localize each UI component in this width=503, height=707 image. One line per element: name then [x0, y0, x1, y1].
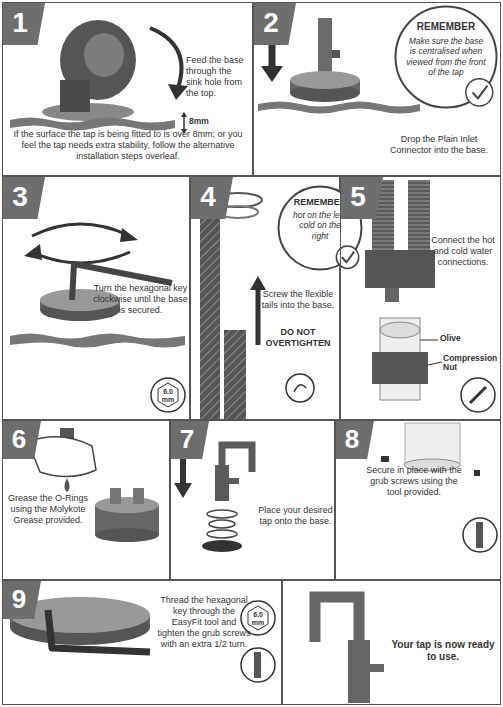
step-text: 3 [5, 180, 35, 214]
step-text: 2 [256, 6, 286, 40]
step-number-tab: 8 [336, 421, 374, 459]
step-text: 6 [5, 424, 33, 456]
step-number-tab: 4 [191, 177, 233, 219]
step-number-tab: 7 [171, 421, 209, 459]
step-text: Grease the O-Rings using the Molykote Gr… [6, 493, 90, 526]
finished-tap-illustration [315, 597, 384, 703]
step-text: 1 [5, 6, 35, 40]
step-text: Make sure the base is centralised when v… [406, 36, 486, 77]
step-text: If the surface the tap is being fitted t… [9, 129, 247, 162]
step-text: 8 [338, 424, 366, 456]
step-number-tab: 6 [3, 421, 41, 459]
step-text: DO NOT OVERTIGHTEN [263, 327, 333, 349]
step-number-tab: 9 [3, 581, 41, 619]
part-label: 6.0 mm [250, 611, 266, 626]
step-number-tab: 2 [254, 3, 296, 45]
step-panel: Connect the hot and cold water connectio… [340, 176, 501, 420]
part-label: 8mm [189, 117, 219, 126]
hex-key-illustration [10, 224, 185, 412]
step-text: 9 [5, 584, 33, 616]
step-panel: Thread the hexagonal key through the Eas… [2, 580, 282, 705]
step-text: 4 [193, 180, 223, 214]
step-panel: Place your desired tap onto the base. 7 [170, 420, 335, 580]
step-number-tab: 5 [341, 177, 383, 219]
remember-callout: REMEMBER Make sure the base is centralise… [394, 5, 498, 109]
part-label: Compression Nut [443, 354, 499, 373]
step-panel: Screw the flexible tails into the base. D… [190, 176, 340, 420]
step-number-tab: 1 [3, 3, 45, 45]
step-text: Secure in place with the grub screws usi… [364, 465, 464, 498]
step-text: Feed the base through the sink hole from… [186, 55, 250, 99]
part-label: Olive [440, 334, 490, 343]
step-panel: Turn the hexagonal key clockwise until t… [2, 176, 190, 420]
step-text: Drop the Plain Inlet Connector into the … [382, 134, 496, 156]
step-text: Place your desired tap onto the base. [257, 505, 334, 527]
step-text: Turn the hexagonal key clockwise until t… [93, 283, 188, 316]
step-panel: Grease the O-Rings using the Molykote Gr… [2, 420, 170, 580]
water-connection-illustration [365, 180, 495, 412]
step-text: Screw the flexible tails into the base. [257, 289, 339, 311]
step-panel: Drop the Plain Inlet Connector into the … [253, 2, 501, 176]
step-panel: Your tap is now ready to use. [282, 580, 501, 705]
step-text: Thread the hexagonal key through the Eas… [157, 595, 251, 650]
step-panel: Feed the base through the sink hole from… [2, 2, 253, 176]
step-text: Your tap is now ready to use. [389, 639, 497, 663]
step-number-tab: 3 [3, 177, 45, 219]
part-label: 6.0 mm [160, 388, 176, 403]
step-text: Connect the hot and cold water connectio… [427, 235, 499, 268]
step-text: 7 [173, 424, 201, 456]
step-text: REMEMBER [394, 21, 498, 33]
step-panel: Secure in place with the grub screws usi… [335, 420, 501, 580]
step-text: 5 [343, 180, 373, 214]
